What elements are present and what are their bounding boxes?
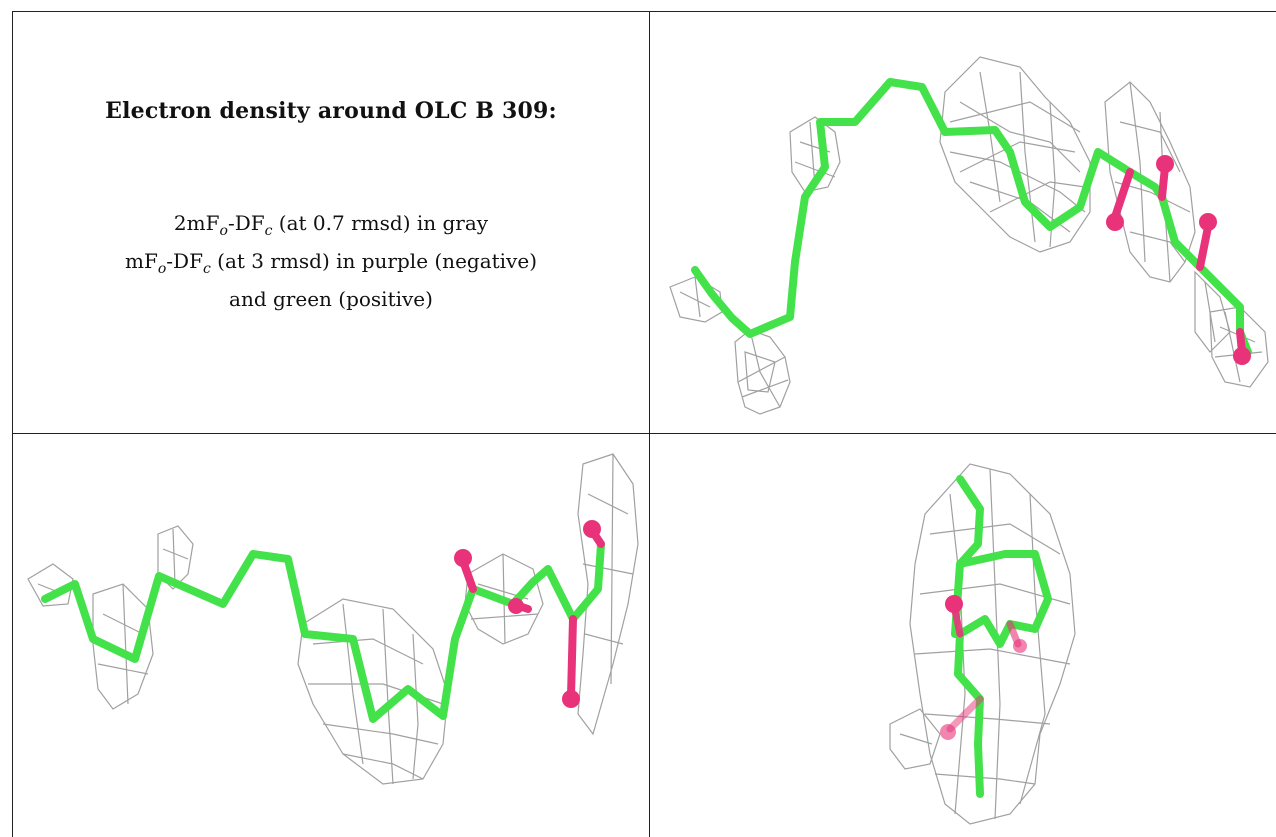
density-view-top-right — [650, 12, 1276, 433]
density-view-3-image — [889, 463, 1076, 825]
density-view-bottom-left — [13, 434, 649, 837]
ligand-sticks — [41, 528, 605, 723]
density-mesh — [669, 56, 1269, 415]
density-view-bottom-right — [650, 434, 1276, 837]
legend-line-3: and green (positive) — [229, 287, 433, 311]
legend-line-1: 2mFo-DFc (at 0.7 rmsd) in gray — [173, 211, 489, 239]
ligand-sticks — [946, 475, 1052, 798]
oxygen-atoms — [454, 520, 601, 708]
density-view-1-image — [669, 56, 1269, 415]
table-border-center — [649, 11, 650, 837]
table-border-top — [12, 11, 1276, 12]
caption-cell: Electron density around OLC B 309: 2mFo-… — [13, 12, 649, 433]
oxygen-atoms — [1106, 155, 1251, 365]
caption-legend: 2mFo-DFc (at 0.7 rmsd) in gray mFo-DFc (… — [13, 208, 649, 314]
legend-line-2: mFo-DFc (at 3 rmsd) in purple (negative) — [125, 249, 537, 277]
density-mesh — [27, 453, 639, 785]
ligand-sticks — [691, 78, 1252, 356]
caption-title: Electron density around OLC B 309: — [105, 98, 557, 124]
density-view-2-image — [27, 453, 639, 785]
table-border-left — [12, 11, 13, 837]
figure-table: Electron density around OLC B 309: 2mFo-… — [12, 11, 1276, 837]
table-border-middle — [12, 433, 1276, 434]
oxygen-atoms — [940, 595, 1027, 740]
